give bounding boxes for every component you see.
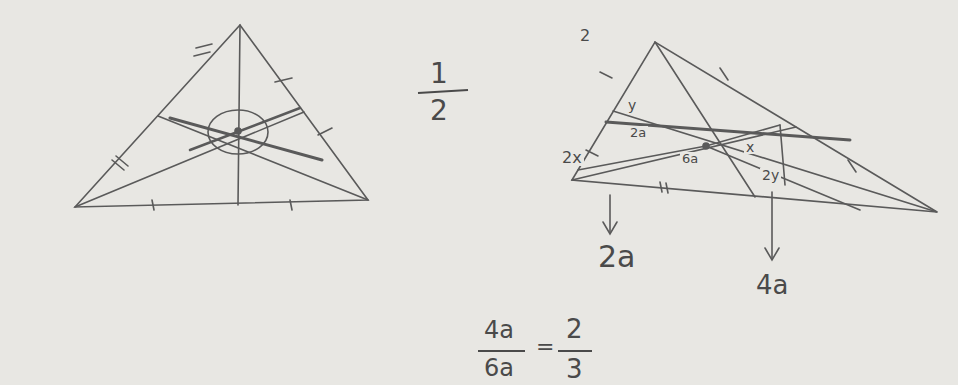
length-label: 6a [680,152,700,165]
fraction-denominator: 2 [428,97,450,125]
fraction-numerator: 2 [564,316,585,342]
left-triangle [75,25,368,210]
length-annotation: 4a [754,272,790,298]
length-label: 2y [760,168,781,182]
length-label: 2a [628,126,648,139]
equals-sign: = [534,336,556,358]
fraction-denominator: 3 [564,356,585,382]
length-label: y [626,98,638,112]
fraction-numerator: 4a [482,318,516,342]
tick-label: 2 [578,28,592,44]
length-label: x [744,140,756,154]
right-triangle [572,42,937,260]
fraction-numerator: 1 [428,60,450,88]
fraction-bars [418,90,592,351]
fraction-denominator: 6a [482,356,516,380]
length-annotation: 2a [596,242,637,272]
length-label: 2x [560,150,584,166]
